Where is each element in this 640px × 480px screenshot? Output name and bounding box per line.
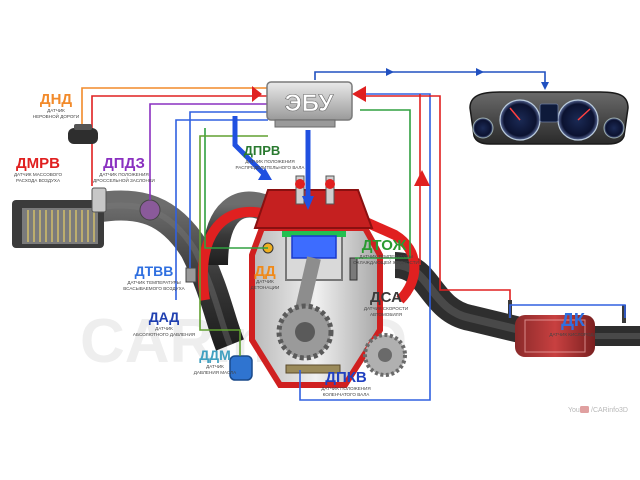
desc-dsa-2: АВТОМОБИЛЯ <box>370 312 402 317</box>
label-dpdz: ДПДЗ <box>103 155 145 172</box>
exhaust-system <box>393 252 640 357</box>
intake-temp-sensor <box>185 267 197 283</box>
desc-dmrv-1: ДАТЧИК МАССОВОГО <box>14 172 63 177</box>
desc-dprv-2: РАСПРЕДЕЛИТЕЛЬНОГО ВАЛА <box>236 165 306 170</box>
ecu-arrows <box>232 86 430 210</box>
label-dk: ДК <box>561 310 586 330</box>
crank-position-sensor <box>285 364 341 374</box>
coolant-temp-sensor <box>349 257 358 281</box>
desc-dtozh-2: ОХЛАЖДАЮЩЕЙ ЖИДКОСТИ <box>353 258 419 265</box>
label-dad: ДАД <box>149 309 180 325</box>
label-dprv: ДПРВ <box>244 143 281 158</box>
desc-dtvv-2: ВСАСЫВАЕМОГО ВОЗДУХА <box>123 286 185 291</box>
fuel-gauge <box>472 117 494 139</box>
sensor-labels: ДНД ДАТЧИК НЕРОВНОЙ ДОРОГИ ДМРВ ДАТЧИК М… <box>14 91 598 397</box>
engine <box>197 175 420 388</box>
desc-dtvv-1: ДАТЧИК ТЕМПЕРАТУРЫ <box>127 280 180 285</box>
label-dtvv: ДТВВ <box>135 263 174 279</box>
desc-dnd-2: НЕРОВНОЙ ДОРОГИ <box>33 112 79 119</box>
exhaust-valve <box>325 175 335 205</box>
road-roughness-sensor <box>68 124 98 144</box>
instrument-cluster <box>469 91 629 145</box>
desc-dad-1: ДАТЧИК <box>155 326 173 331</box>
youtube-icon <box>580 406 589 413</box>
desc-dpdz-2: ДРОССЕЛЬНОЙ ЗАСЛОНКИ <box>93 176 155 183</box>
ecu-unit: ЭБУ <box>266 81 353 128</box>
air-intake <box>12 187 276 351</box>
channel-name: /CARinfo3D <box>591 407 628 414</box>
ecu-label: ЭБУ <box>285 90 335 117</box>
desc-dmrv-2: РАСХОДА ВОЗДУХА <box>16 178 61 183</box>
desc-dtozh-1: ДАТЧИК ТЕМПЕРАТУРЫ <box>359 254 412 259</box>
label-ddm: ДДМ <box>199 347 231 363</box>
desc-ddm-1: ДАТЧИК <box>206 364 224 369</box>
piston <box>291 235 337 259</box>
desc-dpkv-2: КОЛЕНЧАТОГО ВАЛА <box>323 392 371 397</box>
desc-dprv-1: ДАТЧИК ПОЛОЖЕНИЯ <box>245 159 295 164</box>
desc-dsa-1: ДАТЧИК СКОРОСТИ <box>364 306 408 311</box>
desc-dpkv-1: ДАТЧИК ПОЛОЖЕНИЯ <box>321 386 371 391</box>
label-dpkv: ДПКВ <box>325 369 367 386</box>
desc-dd-2: ДЕТОНАЦИИ <box>251 285 280 290</box>
channel-credit: You /CARinfo3D <box>568 406 628 414</box>
maf-sensor <box>91 187 107 213</box>
desc-dad-2: АБСОЛЮТНОГО ДАВЛЕНИЯ <box>133 332 195 337</box>
desc-dpdz-1: ДАТЧИК ПОЛОЖЕНИЯ <box>99 172 149 177</box>
label-dd: ДД <box>254 263 276 280</box>
label-dnd: ДНД <box>40 91 73 108</box>
desc-dnd-1: ДАТЧИК <box>47 108 65 113</box>
intake-valve <box>295 175 305 205</box>
label-dmrv: ДМРВ <box>16 155 60 172</box>
catalytic-converter <box>515 315 595 357</box>
desc-ddm-2: ДАВЛЕНИЯ МАСЛА <box>194 370 237 375</box>
desc-dd-1: ДАТЧИК <box>256 279 274 284</box>
youtube-label: You <box>568 407 580 414</box>
desc-dk: ДАТЧИК КИСЛОРОДА <box>549 332 597 337</box>
label-dsa: ДСА <box>370 289 402 306</box>
throttle-body <box>139 199 161 221</box>
label-dtozh: ДТОЖ <box>362 237 407 254</box>
oxygen-sensor-rear <box>622 305 626 323</box>
temp-gauge <box>603 117 625 139</box>
map-sensor <box>229 355 253 381</box>
